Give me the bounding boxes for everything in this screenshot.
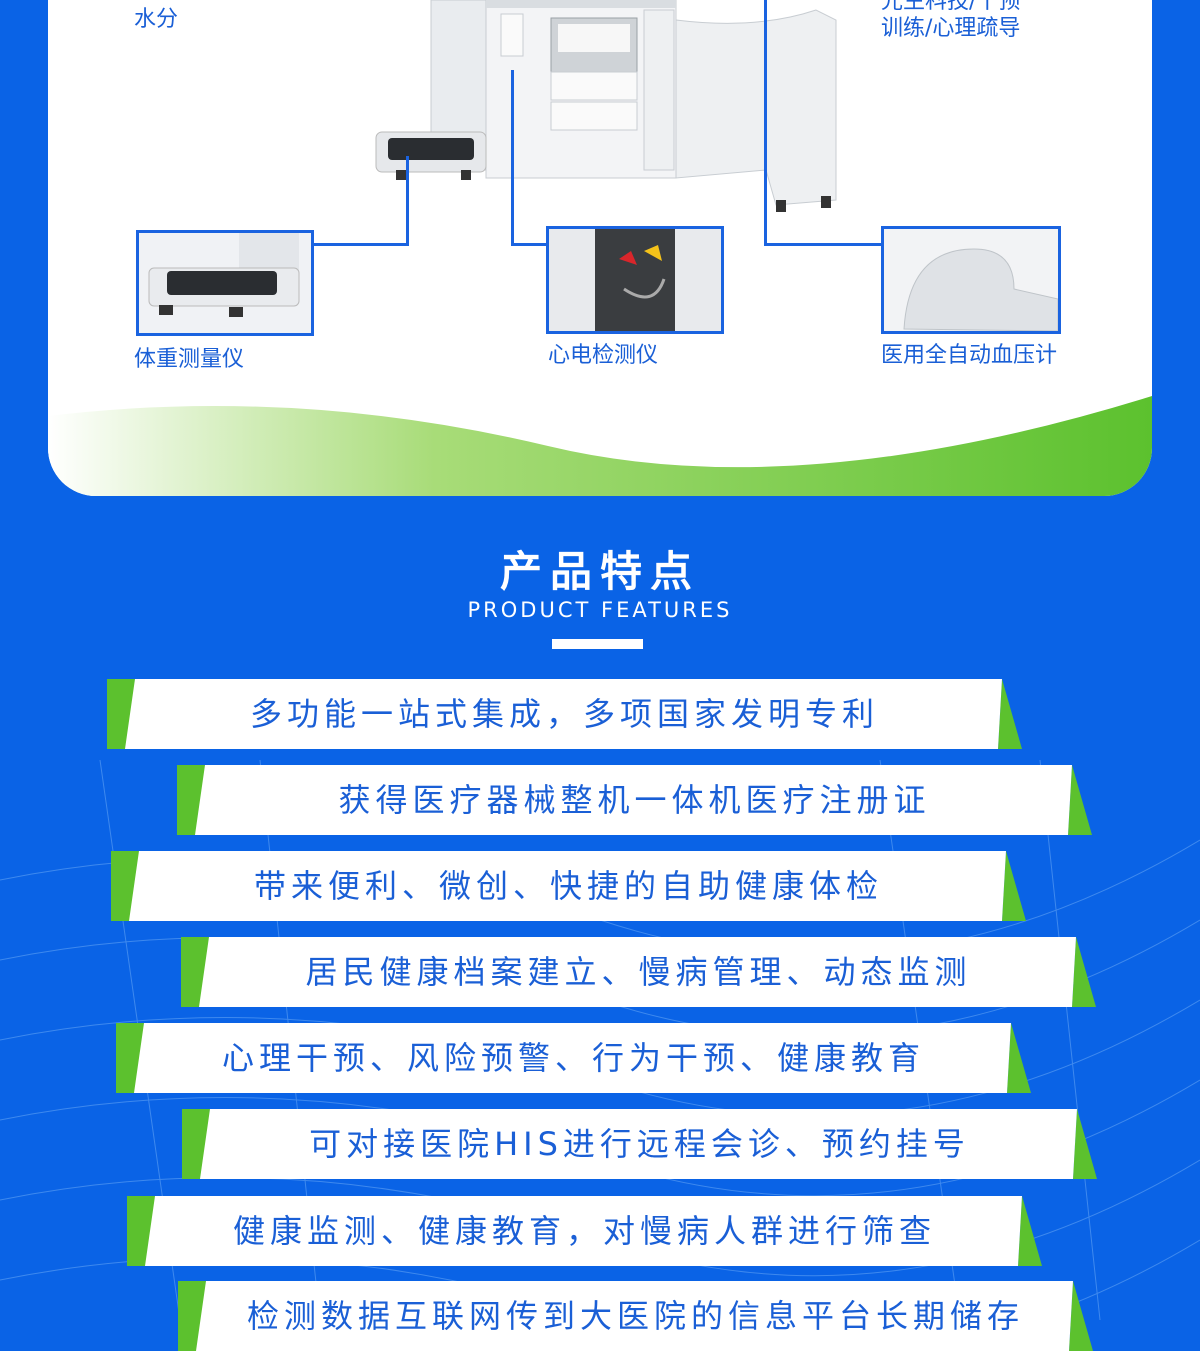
section-subtitle: PRODUCT FEATURES xyxy=(467,598,733,622)
feature-row: 可对接医院HIS进行远程会诊、预约挂号 xyxy=(182,1109,1097,1179)
feature-row: 多功能一站式集成，多项国家发明专利 xyxy=(107,679,1022,749)
feature-text: 带来便利、微创、快捷的自助健康体检 xyxy=(253,867,883,905)
feature-text: 检测数据互联网传到大医院的信息平台长期储存 xyxy=(246,1297,1024,1335)
psych-label-cut: 光生科技/干预 xyxy=(881,0,1021,14)
connector-line xyxy=(511,243,547,246)
feature-text: 健康监测、健康教育，对慢病人群进行筛查 xyxy=(232,1212,936,1250)
feature-row: 获得医疗器械整机一体机医疗注册证 xyxy=(177,765,1092,835)
feature-row: 心理干预、风险预警、行为干预、健康教育 xyxy=(116,1023,1031,1093)
feature-text: 可对接医院HIS进行远程会诊、预约挂号 xyxy=(309,1125,970,1163)
feature-row: 带来便利、微创、快捷的自助健康体检 xyxy=(111,851,1026,921)
blood-pressure-thumbnail xyxy=(881,226,1061,334)
connector-line xyxy=(406,156,409,246)
section-title: 产品特点 xyxy=(499,547,700,596)
psych-label: 训练/心理疏导 xyxy=(881,16,1021,41)
health-kiosk-illustration xyxy=(375,0,837,212)
connector-line xyxy=(764,0,767,246)
feature-row: 居民健康档案建立、慢病管理、动态监测 xyxy=(181,937,1096,1007)
weight-scale-label: 体重测量仪 xyxy=(134,347,245,372)
connector-line xyxy=(511,70,514,246)
ecg-device-thumbnail xyxy=(546,226,724,334)
feature-row: 健康监测、健康教育，对慢病人群进行筛查 xyxy=(127,1196,1042,1266)
title-underline xyxy=(552,639,643,649)
connector-line xyxy=(313,243,409,246)
feature-text: 心理干预、风险预警、行为干预、健康教育 xyxy=(221,1039,925,1077)
feature-text: 多功能一站式集成，多项国家发明专利 xyxy=(249,695,879,733)
blood-pressure-label: 医用全自动血压计 xyxy=(881,343,1058,368)
connector-line xyxy=(764,243,882,246)
ecg-label: 心电检测仪 xyxy=(548,343,659,368)
weight-scale-thumbnail xyxy=(136,230,314,336)
water-label: 水分 xyxy=(134,7,179,32)
feature-text: 居民健康档案建立、慢病管理、动态监测 xyxy=(305,953,972,991)
equipment-card: 水分 光生科技/干预 训练/心理疏导 体重测量仪 心电检测仪 医用全自动血压计 xyxy=(48,0,1152,496)
feature-text: 获得医疗器械整机一体机医疗注册证 xyxy=(338,781,931,819)
green-wave xyxy=(48,396,1152,496)
feature-row: 检测数据互联网传到大医院的信息平台长期储存 xyxy=(178,1281,1093,1351)
